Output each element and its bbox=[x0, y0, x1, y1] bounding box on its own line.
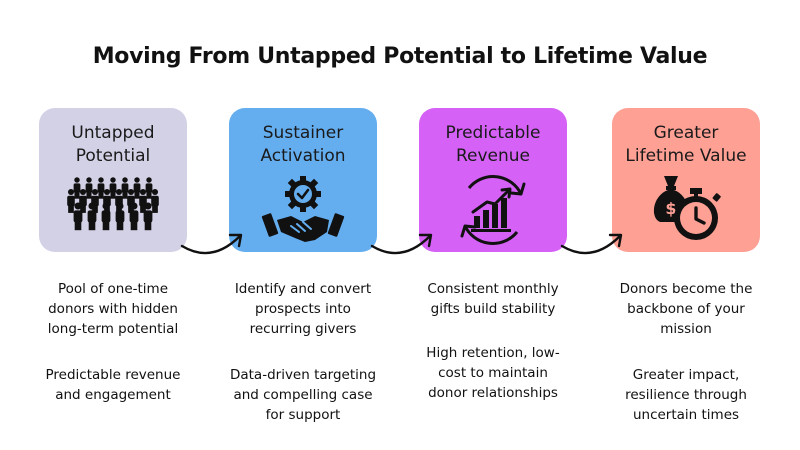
curved-arrow-icon bbox=[560, 233, 623, 255]
svg-text:$: $ bbox=[665, 199, 676, 218]
growth-chart-cycle-icon bbox=[460, 175, 526, 245]
stage-card-untapped-potential: Untapped Potential bbox=[39, 108, 187, 252]
stage-benefit: Data-driven targeting and compelling cas… bbox=[229, 367, 377, 423]
stage-card-greater-lifetime-value: Greater Lifetime Value $ bbox=[612, 108, 760, 252]
stage-card-predictable-revenue: Predictable Revenue bbox=[419, 108, 567, 252]
stage-label: Sustainer Activation bbox=[260, 123, 346, 166]
stage-benefit: High retention, low- cost to maintain do… bbox=[426, 345, 560, 401]
curved-arrow-icon bbox=[180, 233, 243, 255]
curved-arrow-icon bbox=[370, 233, 433, 255]
handshake-gear-icon bbox=[261, 176, 345, 242]
stage-description: Consistent monthly gifts build stability bbox=[427, 281, 559, 317]
stage-card-sustainer-activation: Sustainer Activation bbox=[229, 108, 377, 252]
stage-benefit: Greater impact, resilience through uncer… bbox=[625, 367, 747, 423]
stage-description: Identify and convert prospects into recu… bbox=[234, 281, 372, 337]
stage-benefit: Predictable revenue and engagement bbox=[45, 367, 181, 403]
page-title: Moving From Untapped Potential to Lifeti… bbox=[92, 44, 708, 69]
stage-label: Predictable Revenue bbox=[445, 123, 541, 166]
stage-description: Pool of one-time donors with hidden long… bbox=[47, 281, 179, 337]
stage-label: Untapped Potential bbox=[71, 123, 155, 166]
stage-label: Greater Lifetime Value bbox=[625, 123, 747, 166]
crowd-icon bbox=[67, 177, 159, 231]
stage-description: Donors become the backbone of your missi… bbox=[619, 281, 753, 337]
money-bag-clock-icon: $ bbox=[653, 176, 721, 240]
